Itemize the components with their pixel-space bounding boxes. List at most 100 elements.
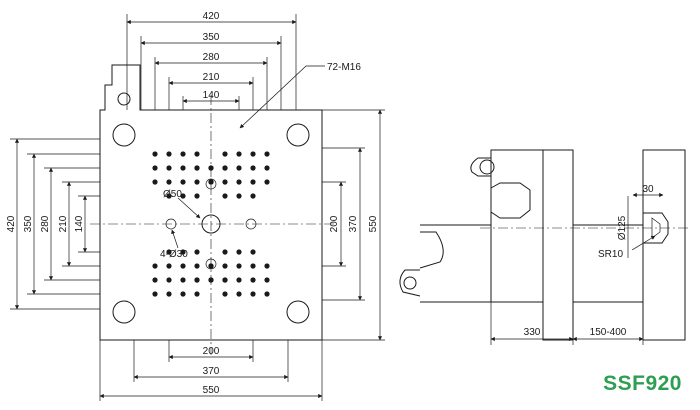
tapped-hole bbox=[264, 277, 270, 283]
tapped-hole bbox=[250, 151, 256, 157]
tapped-hole bbox=[250, 165, 256, 171]
tapped-hole bbox=[264, 151, 270, 157]
nozzle-length-label: 30 bbox=[642, 184, 654, 195]
left-dim-3: 280 bbox=[40, 215, 51, 232]
tapped-hole bbox=[166, 179, 172, 185]
tapped-hole bbox=[166, 249, 172, 255]
center-bore bbox=[201, 214, 221, 234]
toggle-link-top bbox=[470, 157, 491, 177]
tapped-hole bbox=[236, 179, 242, 185]
toggle-link-mid bbox=[490, 182, 531, 219]
toggle-link-bottom bbox=[399, 269, 421, 297]
rear-platen bbox=[420, 224, 492, 303]
ejector-hole-right bbox=[245, 218, 257, 230]
tapped-hole bbox=[180, 249, 186, 255]
rear-cylinder bbox=[419, 231, 444, 269]
tapped-hole bbox=[166, 291, 172, 297]
tapped-hole bbox=[236, 263, 242, 269]
tapped-hole bbox=[194, 249, 200, 255]
tapped-hole bbox=[180, 193, 186, 199]
tapped-hole bbox=[236, 165, 242, 171]
side-view: 30 Ø125 SR10 330 150-400 bbox=[399, 149, 690, 345]
right-dim-1: 200 bbox=[329, 215, 340, 232]
tapped-hole bbox=[222, 249, 228, 255]
left-dim-2: 350 bbox=[23, 215, 34, 232]
bottom-dim-1: 200 bbox=[203, 346, 220, 357]
ejector-hole-left bbox=[165, 218, 177, 230]
fixed-platen bbox=[642, 149, 686, 341]
left-dim-4: 210 bbox=[58, 215, 69, 232]
right-dim-3: 550 bbox=[368, 215, 379, 232]
tapped-hole bbox=[264, 165, 270, 171]
center-bore-callout: Ø50 bbox=[163, 189, 182, 200]
tapped-hole bbox=[194, 193, 200, 199]
tapped-hole bbox=[236, 291, 242, 297]
tapped-hole bbox=[250, 193, 256, 199]
toggle-pin-top bbox=[479, 159, 495, 175]
tapped-hole bbox=[152, 151, 158, 157]
bottom-dim-3: 550 bbox=[203, 385, 220, 396]
tapped-hole bbox=[180, 165, 186, 171]
tie-bar-hole-br bbox=[286, 300, 310, 324]
tapped-hole bbox=[166, 193, 172, 199]
tapped-hole bbox=[166, 263, 172, 269]
tapped-holes-callout: 72-M16 bbox=[327, 62, 361, 73]
left-dim-5: 140 bbox=[74, 215, 85, 232]
nozzle-radius-label: SR10 bbox=[598, 249, 623, 260]
ejector-hole-top bbox=[205, 178, 217, 190]
top-dim-1: 420 bbox=[203, 11, 220, 22]
tapped-hole bbox=[194, 165, 200, 171]
tapped-hole bbox=[222, 291, 228, 297]
tapped-hole bbox=[166, 151, 172, 157]
tapped-hole bbox=[222, 277, 228, 283]
tapped-hole bbox=[236, 151, 242, 157]
tapped-hole bbox=[180, 277, 186, 283]
top-dim-4: 210 bbox=[203, 72, 220, 83]
nozzle-radius-leader bbox=[631, 235, 656, 251]
tapped-hole bbox=[152, 291, 158, 297]
tapped-hole bbox=[180, 291, 186, 297]
tapped-hole bbox=[152, 179, 158, 185]
tapped-hole bbox=[194, 179, 200, 185]
tapped-hole bbox=[236, 193, 242, 199]
tapped-hole bbox=[250, 291, 256, 297]
right-dim-2: 370 bbox=[348, 215, 359, 232]
platen-front-view: 420 350 280 210 140 420 350 280 210 140 bbox=[6, 11, 385, 401]
tapped-hole bbox=[222, 179, 228, 185]
tapped-hole bbox=[180, 179, 186, 185]
tapped-hole bbox=[250, 179, 256, 185]
platen-outline bbox=[99, 64, 323, 341]
top-dim-5: 140 bbox=[203, 90, 220, 101]
platen-distance-label: 330 bbox=[524, 327, 541, 338]
tapped-hole bbox=[152, 165, 158, 171]
tapped-hole bbox=[194, 291, 200, 297]
bottom-dim-2: 370 bbox=[203, 366, 220, 377]
tapped-hole-pattern bbox=[152, 151, 270, 297]
tie-bar-hole-bl bbox=[112, 300, 136, 324]
tapped-hole bbox=[236, 277, 242, 283]
top-dim-2: 350 bbox=[203, 32, 220, 43]
tapped-hole bbox=[180, 151, 186, 157]
moving-platen bbox=[542, 149, 574, 341]
model-label: SSF920 bbox=[603, 372, 682, 395]
top-dim-3: 280 bbox=[203, 52, 220, 63]
tapped-hole bbox=[264, 179, 270, 185]
tapped-hole bbox=[250, 263, 256, 269]
tapped-hole bbox=[208, 263, 214, 269]
ejector-holes-callout: 4-Ø30 bbox=[160, 249, 188, 260]
tapped-holes-leader bbox=[239, 65, 325, 129]
moving-platen-body bbox=[490, 149, 544, 303]
tapped-hole bbox=[152, 277, 158, 283]
ear-hole bbox=[117, 92, 131, 106]
tapped-hole bbox=[194, 277, 200, 283]
nozzle-tip bbox=[651, 217, 661, 239]
tie-bar-hole-tl bbox=[112, 123, 136, 147]
locating-ring-label: Ø125 bbox=[617, 215, 628, 240]
tapped-hole bbox=[208, 165, 214, 171]
tapped-hole bbox=[264, 263, 270, 269]
tapped-hole bbox=[180, 263, 186, 269]
tie-bar-hole-tr bbox=[286, 123, 310, 147]
tapped-hole bbox=[236, 249, 242, 255]
center-bore-leader bbox=[177, 197, 201, 219]
tapped-hole bbox=[222, 165, 228, 171]
